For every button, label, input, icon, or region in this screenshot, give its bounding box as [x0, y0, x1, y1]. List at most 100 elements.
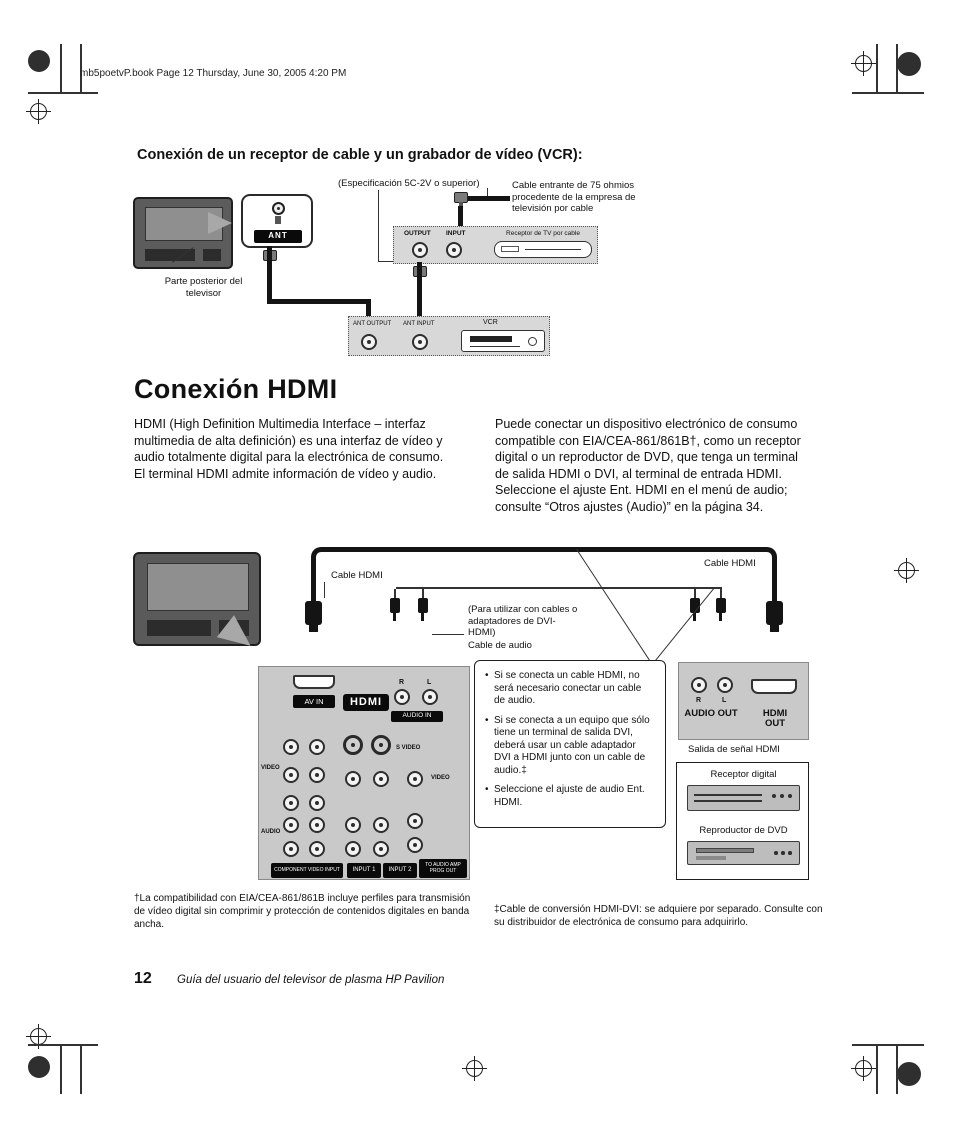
- crop-mark: [80, 1044, 82, 1094]
- devices-box: Receptor digital Reproductor de DVD: [676, 762, 809, 880]
- cable-receiver-device: [494, 241, 592, 258]
- incoming-cable-label: Cable entrante de 75 ohmios procedente d…: [512, 180, 636, 214]
- device-detail: [501, 246, 519, 252]
- device-knob: [772, 794, 776, 798]
- footnote-left: †La compatibilidad con EIA/CEA-861/861B …: [134, 893, 471, 930]
- out-jack-l-label: L: [722, 697, 727, 704]
- cable-segment: [267, 299, 371, 304]
- audio-jack-icon: [373, 841, 389, 857]
- rf-jack-icon: [446, 242, 462, 258]
- input1-tag: INPUT 1: [347, 863, 381, 878]
- footnote-right: ‡Cable de conversión HDMI-DVI: se adquie…: [494, 904, 823, 928]
- video-jack-icon: [407, 771, 423, 787]
- ant-terminal-tag: ANT: [254, 230, 302, 243]
- hdmi-plug-icon: [305, 601, 322, 632]
- crop-mark: [896, 1044, 898, 1094]
- hdmi-heading: Conexión HDMI: [134, 374, 338, 404]
- component-jack-icon: [309, 739, 325, 755]
- crop-mark: [60, 1044, 62, 1094]
- cable-segment: [417, 262, 422, 318]
- note-text: Si se conecta un cable HDMI, no será nec…: [494, 670, 642, 706]
- input-label: INPUT: [446, 230, 466, 237]
- ant-input-label: ANT INPUT: [403, 321, 435, 327]
- audio-jack-icon: [345, 841, 361, 857]
- rf-jack-icon: [412, 334, 428, 350]
- audio-jack-icon: [283, 817, 299, 833]
- tv-inner-panel: [147, 563, 249, 611]
- cable-receiver-box: OUTPUT INPUT Receptor de TV por cable: [393, 226, 598, 264]
- video-label-left: VIDEO: [261, 765, 280, 771]
- vcr-knob: [528, 337, 537, 346]
- device-knob: [781, 851, 785, 855]
- hdmi-intro-right: Puede conectar un dispositivo electrónic…: [495, 417, 801, 514]
- component-video-input-tag: COMPONENT VIDEO INPUT: [271, 863, 343, 878]
- audio-cable-line: [422, 589, 424, 598]
- dvi-note: (Para utilizar con cables o adaptadores …: [468, 604, 578, 638]
- audio-jack-icon: [309, 817, 325, 833]
- registration-mark: [851, 51, 876, 76]
- cable-segment: [458, 206, 463, 228]
- audio-in-tag: AUDIO IN: [391, 711, 443, 722]
- registration-mark: [851, 1056, 876, 1081]
- audio-out-panel: R L AUDIO OUT HDMI OUT: [678, 662, 809, 740]
- input1-label: INPUT 1: [352, 867, 376, 874]
- audio-jack-icon: [373, 817, 389, 833]
- registration-mark: [894, 558, 919, 583]
- audio-out-label: AUDIO OUT: [684, 708, 738, 719]
- dvd-player-label: Reproductor de DVD: [699, 825, 788, 836]
- device-detail: [694, 794, 762, 796]
- audio-in-label: AUDIO IN: [402, 712, 432, 720]
- print-dot: [28, 1056, 50, 1078]
- cable-hdmi-label-left: Cable HDMI: [331, 570, 383, 581]
- crop-mark: [852, 92, 924, 94]
- rf-jack-icon: [361, 334, 377, 350]
- coax-pin-icon: [277, 207, 280, 210]
- note-text: Seleccione el ajuste de audio Ent. HDMI.: [494, 784, 645, 808]
- page-number: 12: [134, 970, 152, 987]
- video-jack-icon: [345, 771, 361, 787]
- vcr-device: [461, 330, 545, 352]
- cable-segment: [366, 302, 371, 316]
- to-audio-amp-tag: TO AUDIO AMP PROG OUT: [419, 859, 467, 878]
- device-detail: [696, 856, 726, 860]
- device-knob: [788, 794, 792, 798]
- component-jack-icon: [283, 767, 299, 783]
- digital-receiver-illustration: [687, 785, 800, 811]
- hdmi-notes-box: Si se conecta un cable HDMI, no será nec…: [474, 660, 666, 828]
- hdmi-out-label: HDMI OUT: [762, 708, 788, 729]
- to-audio-amp-label: TO AUDIO AMP PROG OUT: [425, 862, 461, 874]
- note-item: Seleccione el ajuste de audio Ent. HDMI.: [485, 784, 655, 809]
- av-in-tag: AV IN: [293, 695, 335, 708]
- crop-mark: [80, 44, 82, 93]
- hdmi-logo: HDMI: [343, 694, 389, 711]
- audio-jack-icon: [407, 813, 423, 829]
- print-dot: [28, 50, 50, 72]
- audio-label-left: AUDIO: [261, 829, 281, 835]
- video-label-right: VIDEO: [431, 775, 450, 781]
- av-in-label: AV IN: [304, 696, 324, 706]
- video-jack-icon: [373, 771, 389, 787]
- vcr-line: [470, 346, 520, 347]
- device-knob: [780, 794, 784, 798]
- rca-plug-icon: [390, 598, 400, 621]
- leader-line: [324, 582, 325, 598]
- input2-tag: INPUT 2: [383, 863, 417, 878]
- tv-back-illustration-2: [133, 552, 261, 646]
- spec-label: (Especificación 5C-2V o superior): [338, 178, 480, 189]
- cable-segment: [468, 196, 510, 201]
- leader-line: [378, 190, 379, 262]
- rca-plug-icon: [690, 598, 700, 621]
- audio-out-jack-icon: [691, 677, 707, 693]
- audio-jack-icon: [345, 817, 361, 833]
- hdmi-in-port-icon: [293, 675, 335, 689]
- registration-mark: [462, 1056, 487, 1081]
- device-knob: [774, 851, 778, 855]
- jack-l-label: L: [427, 679, 432, 686]
- registration-mark: [26, 1024, 51, 1049]
- dvd-tray: [696, 848, 754, 853]
- dvd-player-illustration: [687, 841, 800, 865]
- cable-receiver-label: Receptor de TV por cable: [506, 230, 580, 237]
- section-cable-heading: Conexión de un receptor de cable y un gr…: [137, 147, 583, 163]
- hdmi-plug-icon: [766, 601, 783, 632]
